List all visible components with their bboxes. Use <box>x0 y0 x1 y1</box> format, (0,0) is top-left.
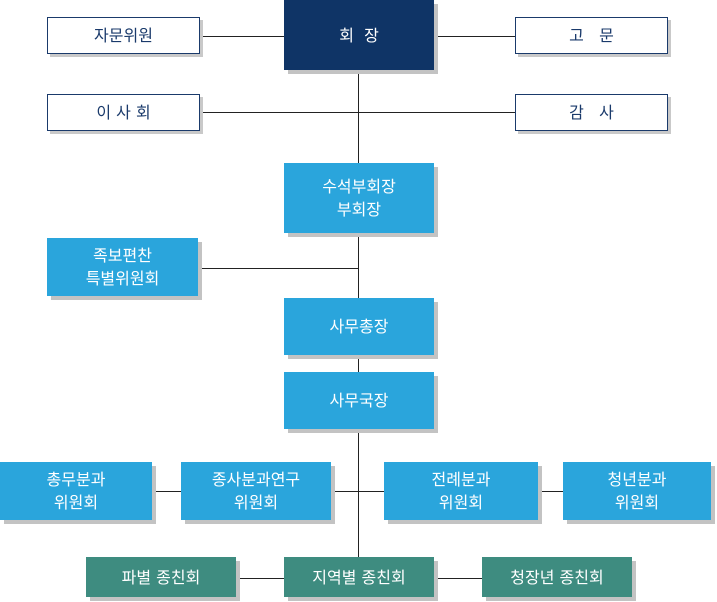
advisor-box: 고 문 <box>515 17 668 54</box>
general-affairs-line2: 위원회 <box>53 493 99 512</box>
regional-clan-box: 지역별 종친회 <box>284 557 434 597</box>
secretary-general-box: 사무총장 <box>284 298 434 355</box>
chairman-label: 회 장 <box>339 25 379 45</box>
general-affairs-line1: 총무분과 <box>46 470 106 489</box>
ceremony-committee-box: 전례분과 위원회 <box>384 462 538 520</box>
ceremony-line1: 전례분과 <box>431 470 491 489</box>
youth-line2: 위원회 <box>614 493 660 512</box>
youth-clan-box: 청장년 종친회 <box>482 557 632 597</box>
history-research-committee-box: 종사분과연구 위원회 <box>181 462 331 520</box>
youth-line1: 청년분과 <box>607 470 667 489</box>
advisory-committee-label: 자문위원 <box>94 26 153 45</box>
secretariat-director-label: 사무국장 <box>329 391 389 410</box>
genealogy-committee-line2: 특별위원회 <box>85 269 160 288</box>
vice-chair-box: 수석부회장 부회장 <box>284 163 434 233</box>
general-affairs-committee-box: 총무분과 위원회 <box>0 462 152 520</box>
branch-clan-box: 파별 종친회 <box>86 557 236 597</box>
youth-clan-label: 청장년 종친회 <box>510 567 604 587</box>
secretariat-director-box: 사무국장 <box>284 372 434 429</box>
advisor-label: 고 문 <box>569 26 614 45</box>
connector-board-audit <box>200 112 515 113</box>
connector-center-committees <box>331 491 384 492</box>
vice-chair-label: 부회장 <box>336 200 382 219</box>
regional-clan-label: 지역별 종친회 <box>312 567 406 587</box>
board-box: 이 사 회 <box>47 94 200 131</box>
advisory-committee-box: 자문위원 <box>47 17 200 54</box>
connector-right-committees <box>538 491 563 492</box>
history-research-line1: 종사분과연구 <box>211 470 301 489</box>
auditor-box: 감 사 <box>515 94 668 131</box>
history-research-line2: 위원회 <box>233 493 279 512</box>
branch-clan-label: 파별 종친회 <box>121 567 201 587</box>
connector-genealogy <box>198 268 359 269</box>
auditor-label: 감 사 <box>569 103 614 122</box>
connector-left-committees <box>152 491 181 492</box>
connector-advisory <box>200 36 284 37</box>
secretary-general-label: 사무총장 <box>329 317 389 336</box>
vice-chair-senior-label: 수석부회장 <box>322 177 396 196</box>
genealogy-committee-box: 족보편찬 특별위원회 <box>47 238 198 296</box>
board-label: 이 사 회 <box>96 103 151 122</box>
youth-committee-box: 청년분과 위원회 <box>563 462 711 520</box>
chairman-box: 회 장 <box>284 0 434 70</box>
genealogy-committee-line1: 족보편찬 <box>93 246 152 265</box>
connector-advisor <box>434 36 515 37</box>
ceremony-line2: 위원회 <box>438 493 484 512</box>
